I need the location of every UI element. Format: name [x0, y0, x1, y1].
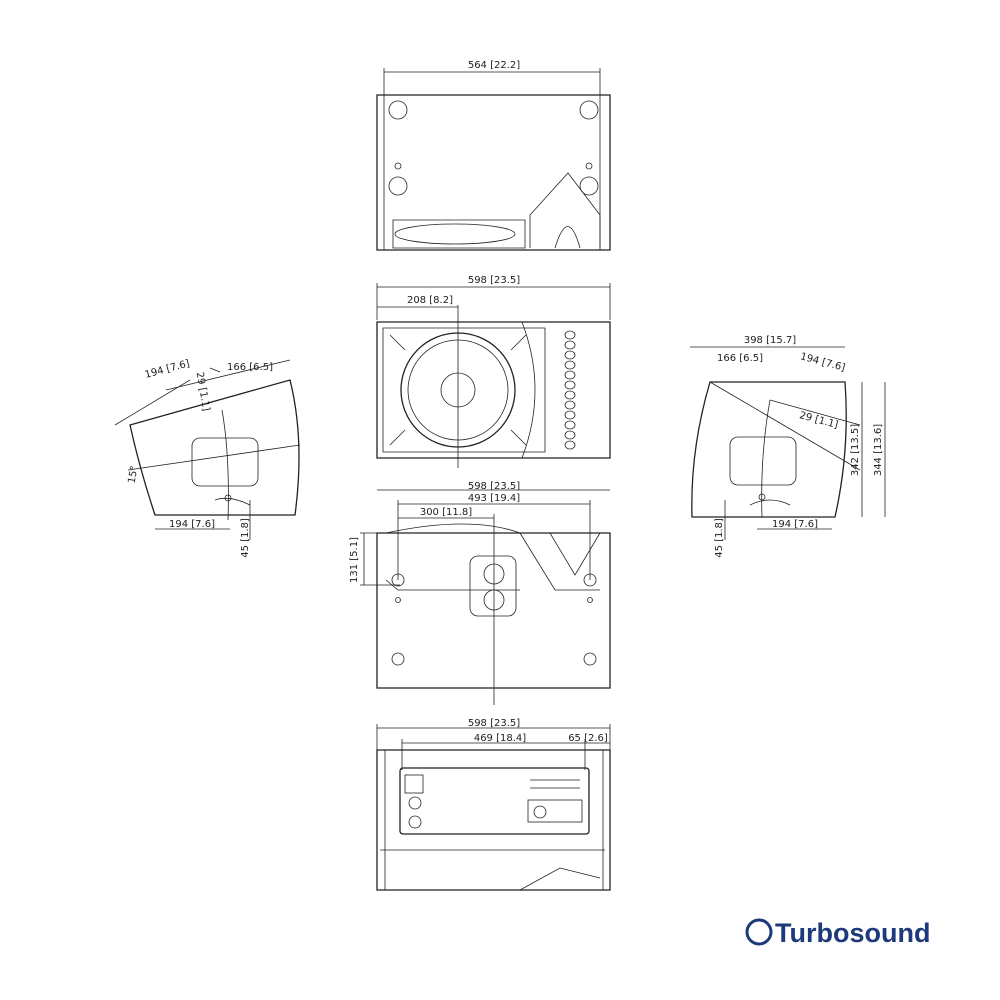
- left-front-depth-label: 166 [6.5]: [227, 362, 273, 373]
- right-height-a-label: 342 [13.5]: [850, 424, 861, 476]
- right-front-depth-label: 166 [6.5]: [717, 353, 763, 364]
- pole-depth-label: 131 [5.1]: [349, 537, 360, 583]
- port-column: [564, 330, 576, 450]
- left-side-view: 194 [7.6] 29 [1.1] 166 [6.5] 15° 194 [7.…: [114, 358, 301, 558]
- inner-width-label: 493 [19.4]: [468, 493, 520, 504]
- left-top-depth-label: 194 [7.6]: [144, 358, 191, 381]
- rear-view: 598 [23.5] 469 [18.4] 65 [2.6]: [376, 718, 611, 891]
- pole-offset-label: 300 [11.8]: [420, 507, 472, 518]
- right-top-depth-label: 194 [7.6]: [799, 351, 846, 374]
- bottom-width-label: 598 [23.5]: [468, 481, 520, 492]
- panel-width-label: 469 [18.4]: [474, 733, 526, 744]
- right-height-b-label: 344 [13.6]: [873, 424, 884, 476]
- left-angle-label: 15°: [127, 465, 141, 484]
- brand-name: Turbosound: [775, 918, 930, 948]
- left-base-depth-label: 194 [7.6]: [169, 519, 215, 530]
- front-view: 598 [23.5] 208 [8.2]: [376, 275, 611, 468]
- top-width-label: 564 [22.2]: [468, 60, 520, 71]
- right-base-depth-label: 194 [7.6]: [772, 519, 818, 530]
- brand-logo: Turbosound: [745, 918, 930, 948]
- right-side-view: 398 [15.7] 166 [6.5] 194 [7.6] 29 [1.1] …: [690, 335, 886, 558]
- rear-width-label: 598 [23.5]: [468, 718, 520, 729]
- logo-ring-icon: [745, 918, 773, 946]
- left-foot-height-label: 45 [1.8]: [240, 518, 251, 558]
- panel-offset-label: 65 [2.6]: [568, 733, 608, 744]
- right-total-depth-label: 398 [15.7]: [744, 335, 796, 346]
- bottom-view: 598 [23.5] 493 [19.4] 300 [11.8] 131 [5.…: [349, 481, 611, 705]
- right-foot-height-label: 45 [1.8]: [714, 518, 725, 558]
- front-width-label: 598 [23.5]: [468, 275, 520, 286]
- top-view: 564 [22.2]: [376, 60, 611, 251]
- driver-offset-label: 208 [8.2]: [407, 295, 453, 306]
